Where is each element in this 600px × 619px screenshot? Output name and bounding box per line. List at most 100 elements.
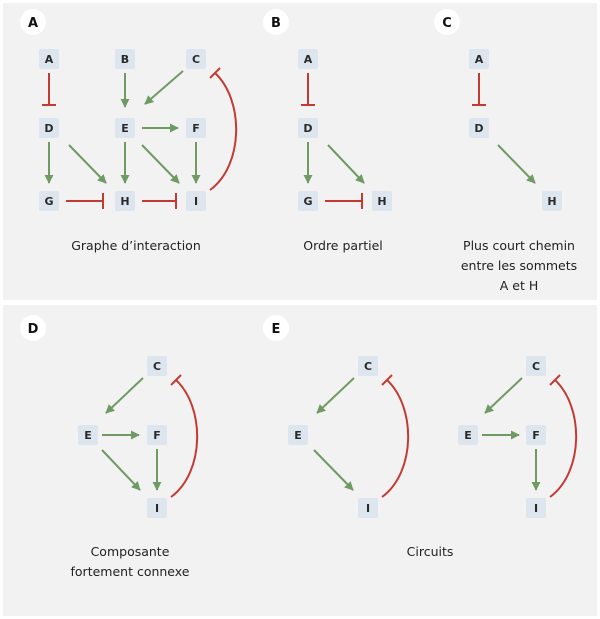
svg-text:C: C [153,360,161,373]
node-i: I [358,498,378,518]
svg-text:F: F [192,122,200,135]
svg-text:I: I [366,502,370,515]
edge-d-h-activation [327,144,365,184]
svg-text:H: H [377,195,386,208]
node-i: I [147,498,167,518]
edge-i-c-inhibition [549,374,578,498]
panel-bottom-background [3,305,597,616]
panel-badge [20,9,46,35]
node-c: C [186,49,206,69]
svg-text:G: G [303,195,312,208]
node-h: H [115,191,135,211]
edge-a-d-inhibition [472,73,486,106]
panel-label: C [442,16,452,31]
svg-text:F: F [153,429,161,442]
svg-text:C: C [532,360,540,373]
panel-caption: fortement connexe [71,564,190,579]
node-d: D [298,118,318,138]
node-i: I [186,191,206,211]
node-b: B [115,49,135,69]
node-d: D [39,118,59,138]
panel-d: D C E F I Composante fortement connexe [20,315,199,579]
node-h: H [542,191,562,211]
circuit-2: C E F I [458,356,578,518]
edge-a-d-inhibition [42,73,56,106]
edge-h-i-inhibition [142,193,177,209]
svg-text:E: E [294,429,302,442]
svg-text:D: D [303,122,312,135]
node-c: C [526,356,546,376]
svg-text:E: E [464,429,472,442]
svg-text:G: G [44,195,53,208]
node-i: I [526,498,546,518]
svg-text:B: B [121,53,129,66]
svg-text:I: I [155,502,159,515]
edge-e-i-activation [141,144,180,184]
node-g: G [298,191,318,211]
edge-d-h-activation [497,144,536,184]
edge-d-h-activation [68,144,107,184]
panel-badge [263,315,289,341]
svg-text:A: A [45,53,54,66]
svg-text:I: I [534,502,538,515]
edge-c-e-activation [144,70,184,105]
panel-caption: Circuits [407,544,454,559]
node-a: A [39,49,59,69]
node-a: A [298,49,318,69]
node-f: F [147,425,167,445]
panel-label: D [28,322,39,337]
panel-badge [20,315,46,341]
panel-caption: Ordre partiel [303,238,383,253]
panel-badge [434,9,460,35]
panel-caption: Graphe d’interaction [71,238,201,253]
panel-label: B [271,16,281,31]
node-e: E [115,118,135,138]
node-e: E [458,425,478,445]
svg-text:D: D [44,122,53,135]
svg-text:A: A [304,53,313,66]
edge-a-d-inhibition [301,73,315,106]
svg-text:F: F [532,429,540,442]
node-c: C [147,356,167,376]
node-g: G [39,191,59,211]
edge-g-h-inhibition [325,193,363,209]
edge-e-i-activation [313,449,354,491]
circuit-1: C E I [288,356,410,518]
svg-text:A: A [475,53,484,66]
panel-caption: Composante [91,544,170,559]
panel-b: B A D G H Ordre partiel [263,9,392,253]
edge-c-e-activation [105,377,144,414]
svg-text:C: C [192,53,200,66]
svg-text:I: I [194,195,198,208]
panel-e: E C E I C E F I Circui [263,315,578,559]
svg-text:E: E [84,429,92,442]
edge-i-c-inhibition [170,374,199,498]
panel-c: C A D H Plus court chemin entre les somm… [434,9,577,293]
panel-caption: A et H [500,278,539,293]
panel-label: E [272,322,281,337]
edge-g-h-inhibition [66,193,104,209]
svg-text:C: C [364,360,372,373]
edge-i-c-inhibition [209,67,238,191]
node-c: C [358,356,378,376]
node-e: E [288,425,308,445]
svg-text:D: D [474,122,483,135]
edge-i-c-inhibition [381,374,410,498]
edge-c-e-activation [316,377,355,414]
panel-top-background [3,3,597,300]
node-h: H [372,191,392,211]
panel-caption: Plus court chemin [463,238,575,253]
node-d: D [469,118,489,138]
svg-text:E: E [121,122,129,135]
panel-badge [263,9,289,35]
node-f: F [526,425,546,445]
svg-text:H: H [120,195,129,208]
node-e: E [78,425,98,445]
panel-label: A [28,16,38,31]
panel-caption: entre les sommets [461,258,577,273]
edge-e-i-activation [101,449,141,491]
svg-text:H: H [547,195,556,208]
edge-c-e-activation [484,377,523,414]
